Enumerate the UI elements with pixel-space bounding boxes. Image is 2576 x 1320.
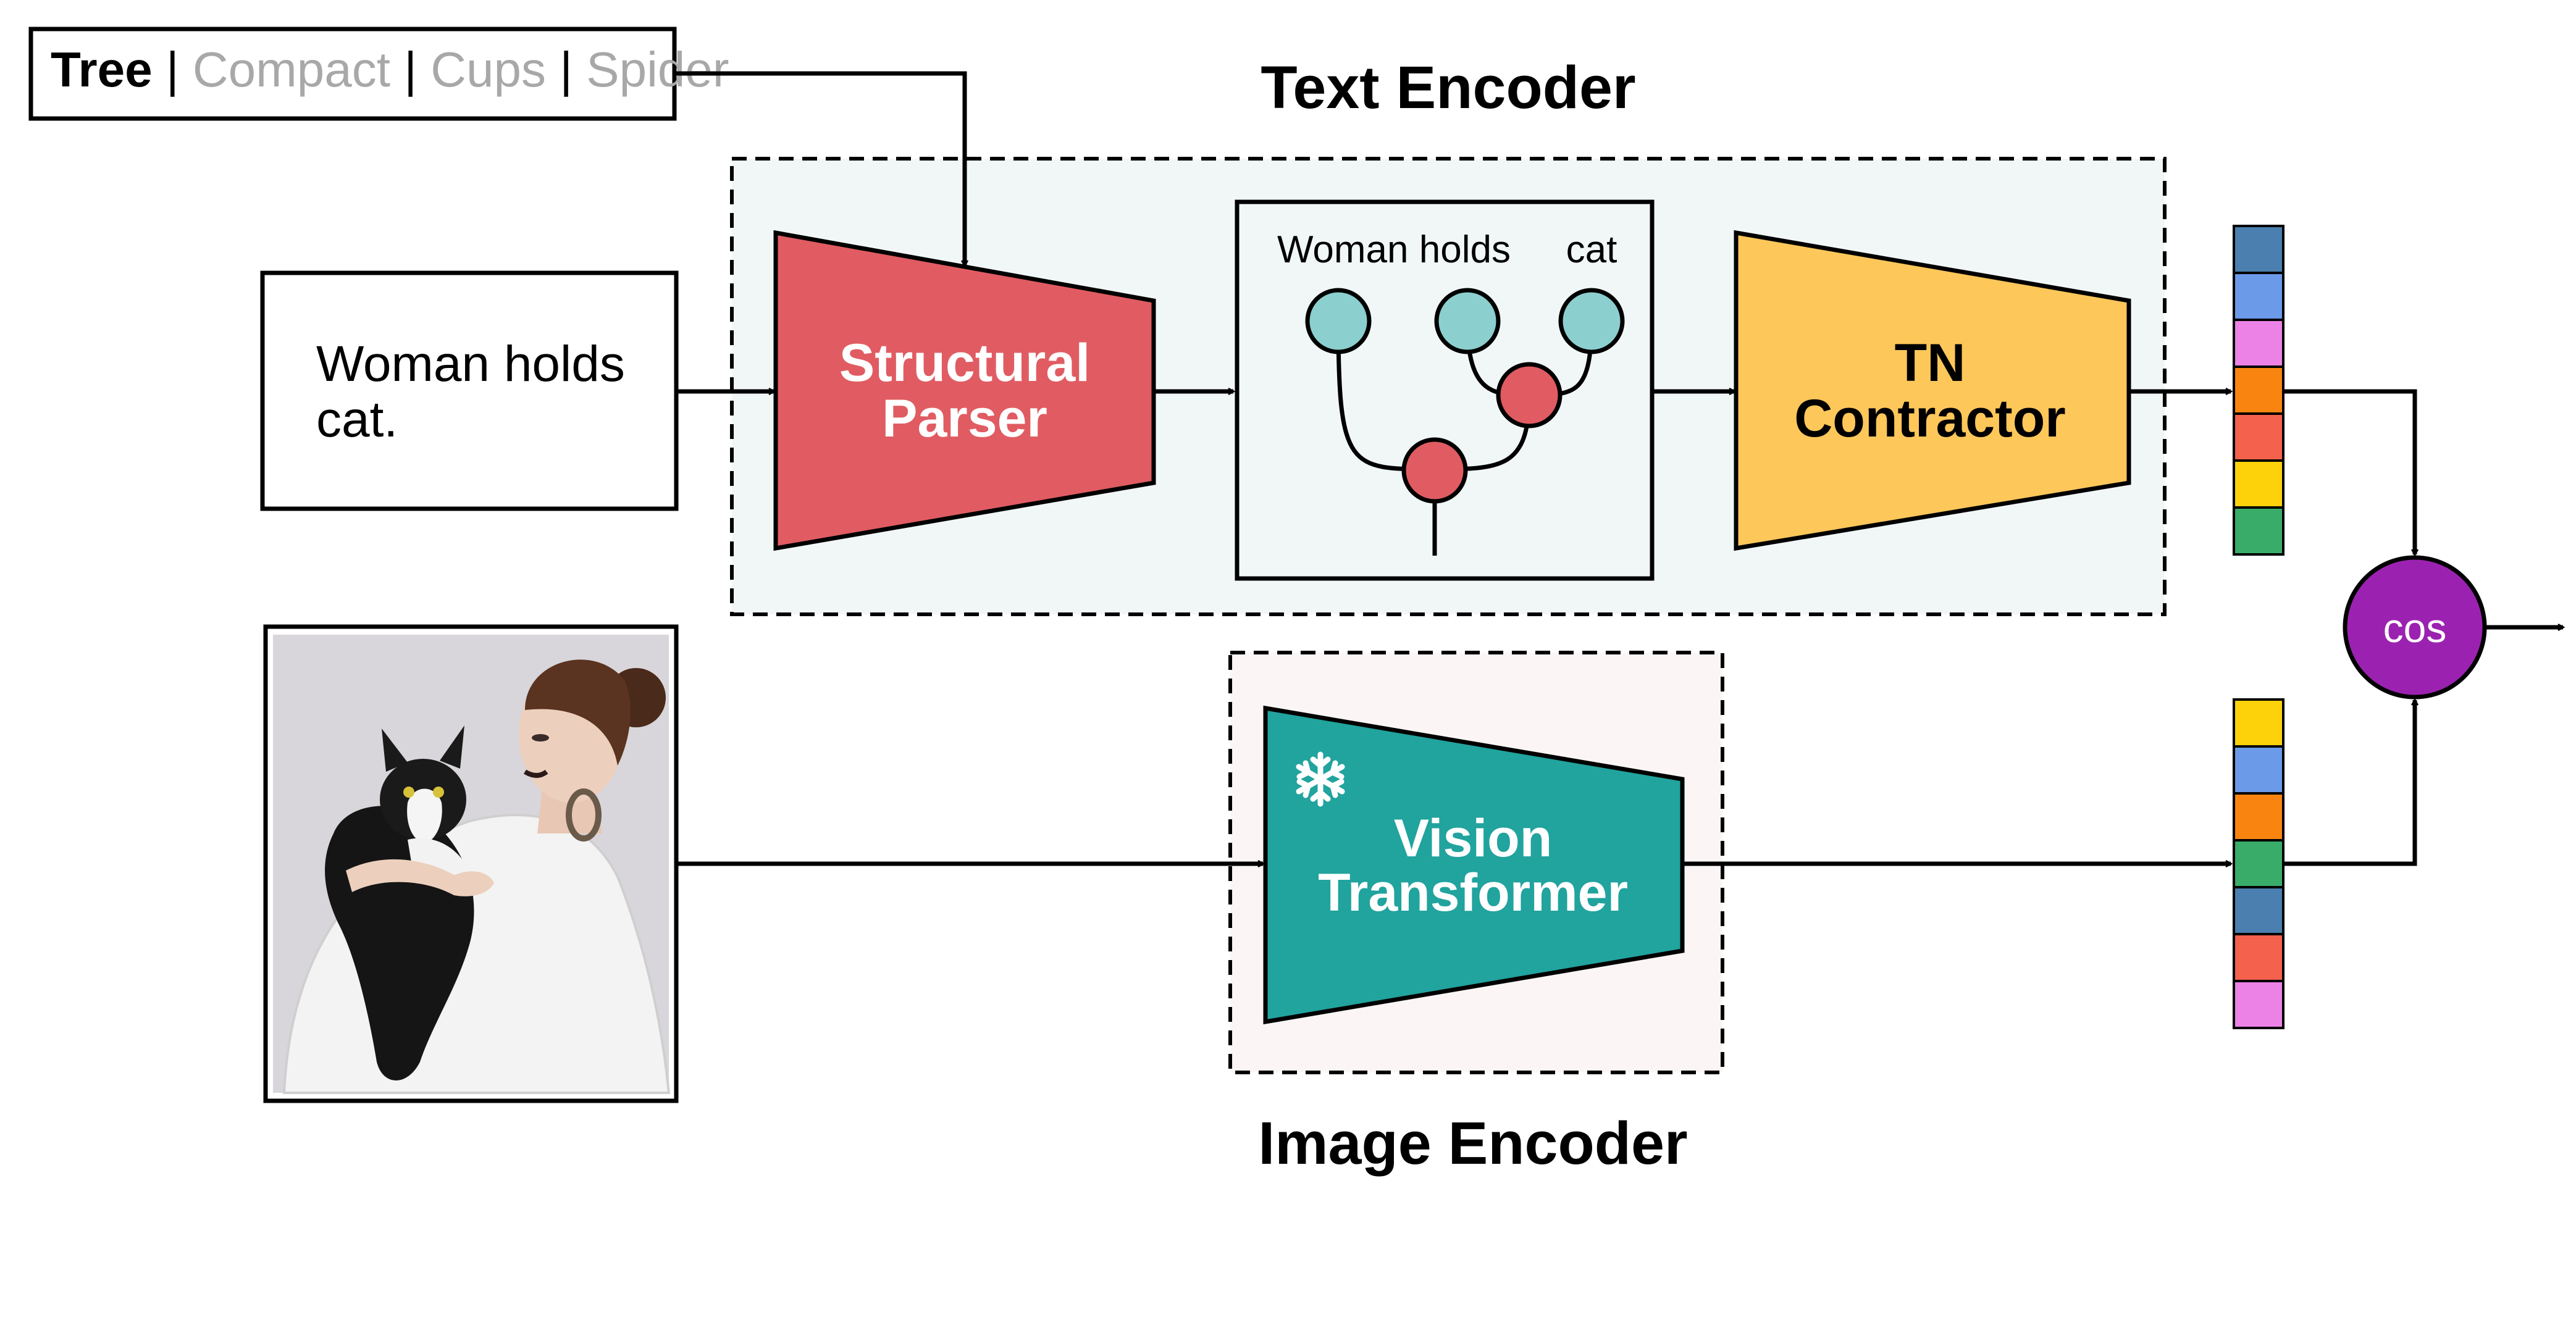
text-embedding-vector xyxy=(2233,225,2284,556)
input-text-line2: cat. xyxy=(316,391,398,448)
text-encoder-title: Text Encoder xyxy=(1261,54,1635,121)
image-encoder-title: Image Encoder xyxy=(1258,1109,1687,1177)
mode-separator: | xyxy=(404,42,417,97)
snowflake-icon xyxy=(1296,751,1345,807)
input-image-frame xyxy=(263,624,679,1103)
tn-contractor-label-2: Contractor xyxy=(1794,389,2066,448)
embedding-cell xyxy=(2233,933,2284,982)
embedding-cell xyxy=(2233,459,2284,509)
woman-holding-cat-photo xyxy=(273,635,671,1094)
tree-root-node xyxy=(1401,437,1468,504)
mode-selector[interactable]: Tree | Compact | Cups | Spider xyxy=(28,27,729,121)
tree-inner-node xyxy=(1496,362,1563,428)
image-embedding-to-cos-arrow xyxy=(2283,700,2415,866)
input-text-line1: Woman holds xyxy=(316,336,625,392)
embedding-cell xyxy=(2233,225,2284,274)
structural-parser-label-2: Parser xyxy=(882,389,1047,448)
embedding-cell xyxy=(2233,319,2284,368)
tree-leaf-node xyxy=(1558,288,1625,354)
text-embedding-to-cos-arrow xyxy=(2283,389,2415,554)
image-embedding-vector xyxy=(2233,698,2284,1029)
embedding-cell xyxy=(2233,980,2284,1029)
mode-separator: | xyxy=(166,42,179,97)
tree-leaf-node xyxy=(1305,288,1372,354)
embedding-cell xyxy=(2233,272,2284,321)
mode-option-tree[interactable]: Tree xyxy=(51,42,153,97)
vision-transformer-shape xyxy=(1263,705,1685,1025)
vision-transformer-block: Vision Transformer xyxy=(1263,705,1685,1025)
tree-word-right: cat xyxy=(1566,228,1617,271)
mode-option-spider[interactable]: Spider xyxy=(586,42,729,97)
embedding-cell xyxy=(2233,792,2284,842)
structural-parser-shape xyxy=(773,230,1156,551)
embedding-cell xyxy=(2233,366,2284,415)
structural-parser-block: Structural Parser xyxy=(773,230,1156,551)
tree-leaf-node xyxy=(1434,288,1501,354)
tn-contractor-block: TN Contractor xyxy=(1734,230,2131,551)
tn-contractor-label-1: TN xyxy=(1895,333,1966,393)
embedding-cell xyxy=(2233,839,2284,888)
structural-parser-label-1: Structural xyxy=(839,333,1090,393)
embedding-cell xyxy=(2233,745,2284,795)
parse-tree-box: Woman holds cat xyxy=(1235,199,1655,581)
vision-transformer-label-2: Transformer xyxy=(1318,863,1628,922)
selector-to-parser-arrow xyxy=(674,71,965,265)
embedding-cell xyxy=(2233,886,2284,935)
mode-option-cups[interactable]: Cups xyxy=(430,42,546,97)
input-text-box: Woman holds cat. xyxy=(260,270,679,511)
mode-selector-options[interactable]: Tree | Compact | Cups | Spider xyxy=(51,42,729,97)
tn-contractor-shape xyxy=(1734,230,2131,551)
cosine-similarity-node: cos xyxy=(2343,555,2487,700)
embedding-cell xyxy=(2233,506,2284,556)
embedding-cell xyxy=(2233,698,2284,748)
vision-transformer-label-1: Vision xyxy=(1394,809,1553,868)
mode-separator: | xyxy=(560,42,573,97)
tree-word-left: Woman holds xyxy=(1277,228,1511,271)
embedding-cell xyxy=(2233,412,2284,462)
cos-label: cos xyxy=(2383,605,2447,651)
mode-option-compact[interactable]: Compact xyxy=(193,42,390,97)
